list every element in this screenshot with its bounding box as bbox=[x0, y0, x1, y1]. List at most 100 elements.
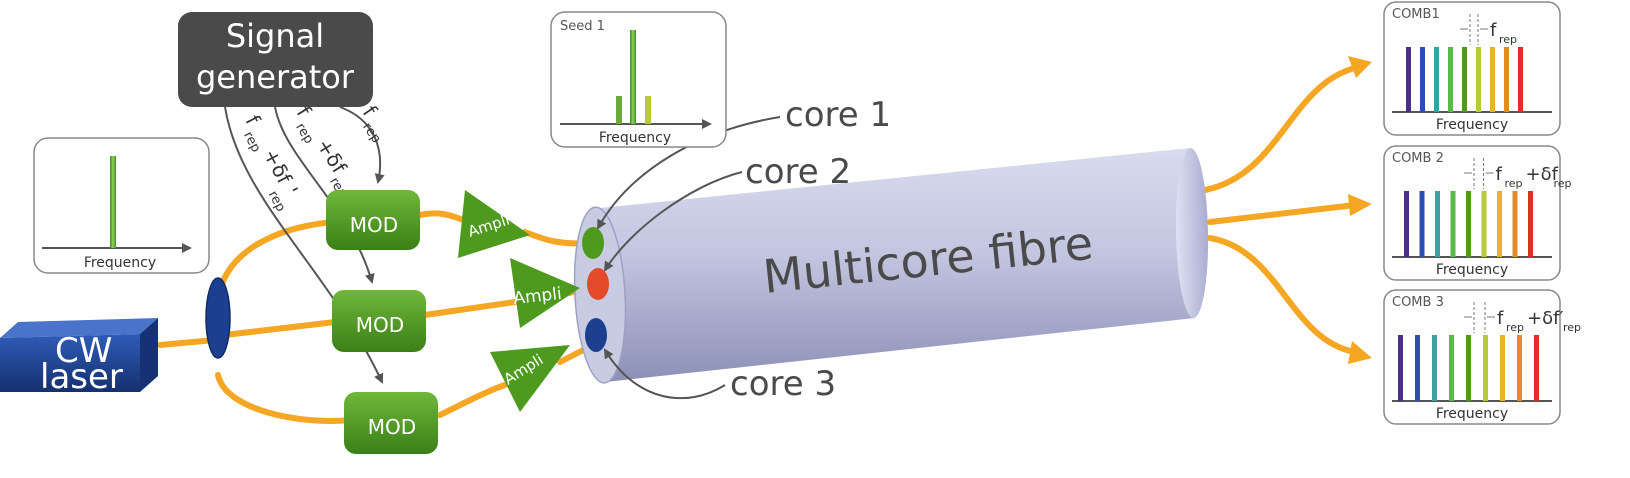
seed-spectrum: Seed 1 Frequency bbox=[550, 11, 727, 148]
comb-3-title: COMB 3 bbox=[1392, 295, 1444, 310]
output-fibre-bottom bbox=[1207, 235, 1358, 355]
comb-3-label-sub2: rep bbox=[1563, 321, 1581, 334]
cw-spectrum-xlabel: Frequency bbox=[84, 255, 156, 271]
ampli-2-triangle bbox=[510, 258, 580, 328]
fibre-splitter-to-mod-middle bbox=[222, 319, 338, 338]
laser-body bbox=[0, 334, 140, 392]
comb-3-label-suffix: +δf′ bbox=[1527, 308, 1564, 329]
core-pointer-lines bbox=[597, 116, 781, 400]
output-fibre-top bbox=[1202, 65, 1358, 193]
mod-top-body bbox=[326, 190, 420, 250]
comb-3-label-sub: rep bbox=[1506, 321, 1524, 334]
output-arrow-top bbox=[1348, 56, 1372, 78]
comb-2-label-sub: rep bbox=[1505, 177, 1523, 190]
comb-1-tooth bbox=[1448, 47, 1453, 112]
comb-3-xlabel: Frequency bbox=[1436, 406, 1508, 422]
fibre-mod-bottom-to-ampli bbox=[437, 382, 508, 418]
label-frep-df-prime: f rep +δf ' rep bbox=[240, 111, 303, 214]
seed-line-right bbox=[645, 96, 651, 124]
laser-top-face bbox=[0, 318, 158, 338]
seed-spectrum-xlabel: Frequency bbox=[599, 130, 671, 146]
core-1-dot bbox=[582, 227, 604, 259]
mod-middle-body bbox=[332, 290, 426, 352]
comb-3-tooth bbox=[1415, 335, 1420, 401]
comb-1-tooth bbox=[1490, 47, 1495, 112]
comb-3-tooth bbox=[1483, 335, 1488, 401]
laser-label-line1: CW bbox=[55, 331, 112, 371]
output-arrow-middle bbox=[1348, 194, 1372, 216]
svg-text:f: f bbox=[241, 111, 266, 129]
cw-spectrum-frame bbox=[33, 137, 210, 274]
comb-2-label-suffix: +δf bbox=[1526, 164, 1559, 185]
mod-top-label: MOD bbox=[350, 213, 398, 237]
output-arrowheads bbox=[1348, 56, 1372, 364]
comb-2-label-sub2: rep bbox=[1554, 177, 1572, 190]
core-3-pointer bbox=[603, 348, 726, 400]
svg-text:rep: rep bbox=[292, 121, 316, 147]
core-labels: core 1 core 2 core 3 bbox=[730, 95, 891, 404]
mod-bottom-body bbox=[344, 392, 438, 454]
signal-generator-line1: Signal bbox=[226, 17, 324, 55]
comb-1-frame bbox=[1383, 1, 1561, 136]
core-3-dot bbox=[585, 318, 607, 352]
seed-line-left bbox=[616, 96, 622, 124]
comb-3-label-main: f bbox=[1497, 308, 1504, 329]
control-line-frep-df bbox=[274, 106, 375, 284]
comb-1-label-sub: rep bbox=[1499, 33, 1517, 46]
fibre-splitter-to-mod-top bbox=[215, 219, 338, 303]
core-2-dot bbox=[587, 268, 609, 300]
comb-3-tooth bbox=[1398, 335, 1403, 401]
comb-1-tooth bbox=[1504, 47, 1509, 112]
core-1-pointer bbox=[597, 116, 781, 230]
fibre-end-far bbox=[1175, 148, 1209, 318]
modulator-middle: MOD bbox=[332, 290, 426, 352]
ampli-3-triangle bbox=[490, 345, 570, 412]
comb-2-tooth bbox=[1435, 191, 1440, 257]
comb-1-tooth bbox=[1476, 47, 1481, 112]
comb-1-tooth bbox=[1462, 47, 1467, 112]
core-2-label: core 2 bbox=[745, 152, 851, 192]
comb-3-tooth bbox=[1466, 335, 1471, 401]
core-3-label: core 3 bbox=[730, 364, 836, 404]
comb-3-tooth bbox=[1449, 335, 1454, 401]
signal-generator-box bbox=[178, 12, 373, 107]
svg-text:rep: rep bbox=[359, 120, 384, 146]
comb-3-tooth bbox=[1517, 335, 1522, 401]
comb-2-xlabel: Frequency bbox=[1436, 262, 1508, 278]
mod-middle-label: MOD bbox=[356, 313, 404, 337]
amplifier-1: Ampli bbox=[458, 190, 530, 258]
fibre-splitter-to-mod-bottom bbox=[215, 372, 353, 424]
comb-2-tooth bbox=[1419, 191, 1425, 257]
control-line-frep bbox=[339, 106, 385, 184]
comb-1-tooth bbox=[1434, 47, 1439, 112]
modulator-bottom: MOD bbox=[344, 392, 438, 454]
fibre-mod-middle-to-ampli bbox=[422, 299, 518, 318]
comb-2-tooth bbox=[1481, 191, 1487, 257]
comb-1-tooth bbox=[1420, 47, 1425, 112]
fibre-body bbox=[600, 148, 1195, 382]
comb-3-tooth bbox=[1534, 335, 1539, 401]
seed-line-center bbox=[630, 30, 636, 124]
core-1-label: core 1 bbox=[785, 95, 891, 135]
comb-2-tooth bbox=[1450, 191, 1456, 257]
cw-spectral-line bbox=[110, 156, 116, 248]
comb-1-xlabel: Frequency bbox=[1436, 117, 1508, 133]
mod-bottom-label: MOD bbox=[368, 415, 416, 439]
ampli-1-triangle bbox=[458, 190, 530, 258]
svg-text:+δf: +δf bbox=[312, 134, 352, 178]
comb-2-tooth bbox=[1512, 191, 1518, 257]
svg-text:rep: rep bbox=[240, 129, 263, 155]
svg-text:+δf: +δf bbox=[258, 145, 297, 189]
comb-1-tooth bbox=[1406, 47, 1411, 112]
amplifier-3: Ampli bbox=[490, 345, 570, 412]
output-arrow-bottom bbox=[1348, 341, 1372, 364]
comb-3-frame bbox=[1383, 289, 1561, 425]
laser-label-line2: laser bbox=[40, 357, 123, 397]
modulator-top: MOD bbox=[326, 190, 420, 250]
laser-side-face bbox=[140, 318, 158, 392]
signal-generator-line2: generator bbox=[196, 58, 355, 96]
